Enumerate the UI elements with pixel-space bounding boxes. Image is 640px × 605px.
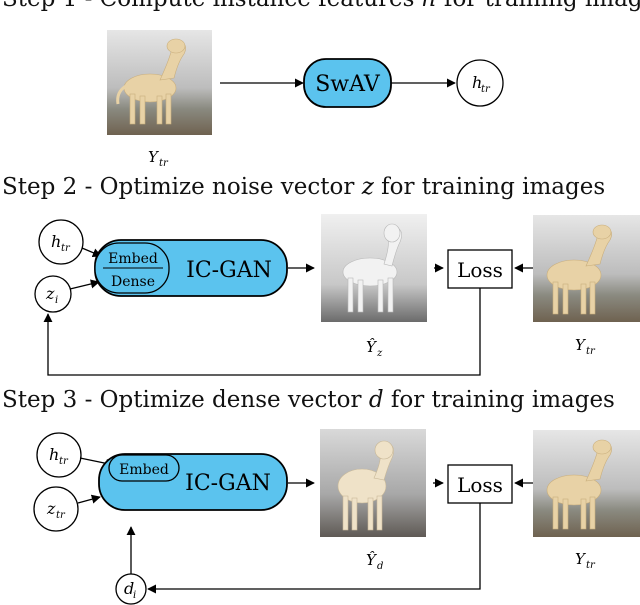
step1-title-var: h bbox=[422, 0, 437, 12]
step3-title-suffix: for training images bbox=[383, 387, 615, 413]
step3-embed-block bbox=[108, 454, 180, 482]
step3-caption-ytr: Y tr bbox=[575, 550, 596, 571]
step3-icgan-label: IC-GAN bbox=[185, 471, 271, 496]
step2-embed-label: Embed bbox=[108, 251, 158, 267]
svg-text:h: h bbox=[472, 73, 482, 92]
svg-text:z: z bbox=[45, 284, 55, 303]
swav-label: SwAV bbox=[315, 72, 381, 97]
step3-loss-label: Loss bbox=[457, 473, 503, 497]
step3-embed-label: Embed bbox=[119, 462, 169, 478]
step1-caption-ytr: Y tr bbox=[148, 148, 169, 169]
step3-title: Step 3 - Optimize dense vector d for tra… bbox=[2, 387, 615, 413]
step2-loss-label: Loss bbox=[457, 258, 503, 282]
svg-text:z: z bbox=[46, 499, 56, 518]
step1-input-image bbox=[107, 30, 212, 135]
step1-title-suffix: for training images bbox=[437, 0, 640, 12]
step2-icgan-label: IC-GAN bbox=[186, 258, 272, 283]
svg-text:Y: Y bbox=[148, 148, 160, 166]
swav-node: SwAV bbox=[303, 58, 392, 108]
step3-ztr-node: z tr bbox=[33, 486, 79, 532]
svg-text:h: h bbox=[51, 232, 61, 251]
step3-target-image-ytr bbox=[533, 430, 640, 537]
svg-text:tr: tr bbox=[586, 346, 596, 357]
svg-text:tr: tr bbox=[586, 560, 596, 571]
step2-icgan-node: Embed Dense IC-GAN bbox=[94, 239, 288, 297]
svg-text:tr: tr bbox=[59, 456, 69, 467]
step2-title-prefix: Step 2 - Optimize noise vector bbox=[2, 174, 362, 200]
step2-dense-label: Dense bbox=[111, 274, 155, 290]
svg-text:i: i bbox=[55, 295, 58, 306]
step2-caption-ytr: Y tr bbox=[575, 336, 596, 357]
svg-text:h: h bbox=[49, 445, 59, 464]
step3-title-var: d bbox=[368, 387, 384, 413]
step3-caption-yd: Ŷ d bbox=[366, 551, 383, 572]
step1-title: Step 1 - Compute instance features h for… bbox=[2, 0, 640, 12]
step2-generated-image-yz bbox=[321, 214, 427, 322]
step1-title-prefix: Step 1 - Compute instance features bbox=[2, 0, 422, 12]
step2-caption-yz: Ŷ z bbox=[366, 338, 383, 359]
svg-text:d: d bbox=[377, 561, 383, 572]
step3-loss-node: Loss bbox=[447, 464, 513, 504]
step2-target-image-ytr bbox=[533, 215, 640, 322]
step3-icgan-node: Embed IC-GAN bbox=[98, 453, 288, 511]
svg-text:tr: tr bbox=[56, 510, 66, 521]
svg-text:tr: tr bbox=[61, 243, 71, 254]
feedback-loss-to-zi bbox=[43, 288, 481, 376]
svg-text:tr: tr bbox=[481, 84, 491, 95]
step3-title-prefix: Step 3 - Optimize dense vector bbox=[2, 387, 369, 413]
arrow-ztr-to-icgan bbox=[77, 494, 101, 504]
step2-zi-node: z i bbox=[34, 275, 72, 313]
feedback-loss-to-di bbox=[147, 503, 481, 594]
step2-htr-node: h tr bbox=[38, 219, 84, 265]
step3-generated-image-yd bbox=[320, 429, 426, 537]
step3-htr-node: h tr bbox=[36, 432, 82, 478]
svg-text:Y: Y bbox=[575, 550, 587, 568]
step3-di-node: d i bbox=[115, 573, 147, 605]
step2-title: Step 2 - Optimize noise vector z for tra… bbox=[2, 174, 605, 200]
step2-loss-node: Loss bbox=[447, 249, 513, 289]
svg-text:i: i bbox=[133, 590, 136, 601]
svg-text:tr: tr bbox=[159, 158, 169, 169]
svg-text:Ŷ: Ŷ bbox=[366, 551, 378, 569]
step2-title-suffix: for training images bbox=[373, 174, 606, 200]
step2-title-var: z bbox=[361, 174, 374, 200]
svg-text:Y: Y bbox=[575, 336, 587, 354]
svg-text:Ŷ: Ŷ bbox=[366, 338, 378, 356]
svg-text:z: z bbox=[376, 348, 383, 359]
svg-text:d: d bbox=[124, 579, 134, 598]
step1-htr-node: h tr bbox=[456, 59, 504, 107]
arrow-zi-to-dense bbox=[69, 279, 100, 290]
